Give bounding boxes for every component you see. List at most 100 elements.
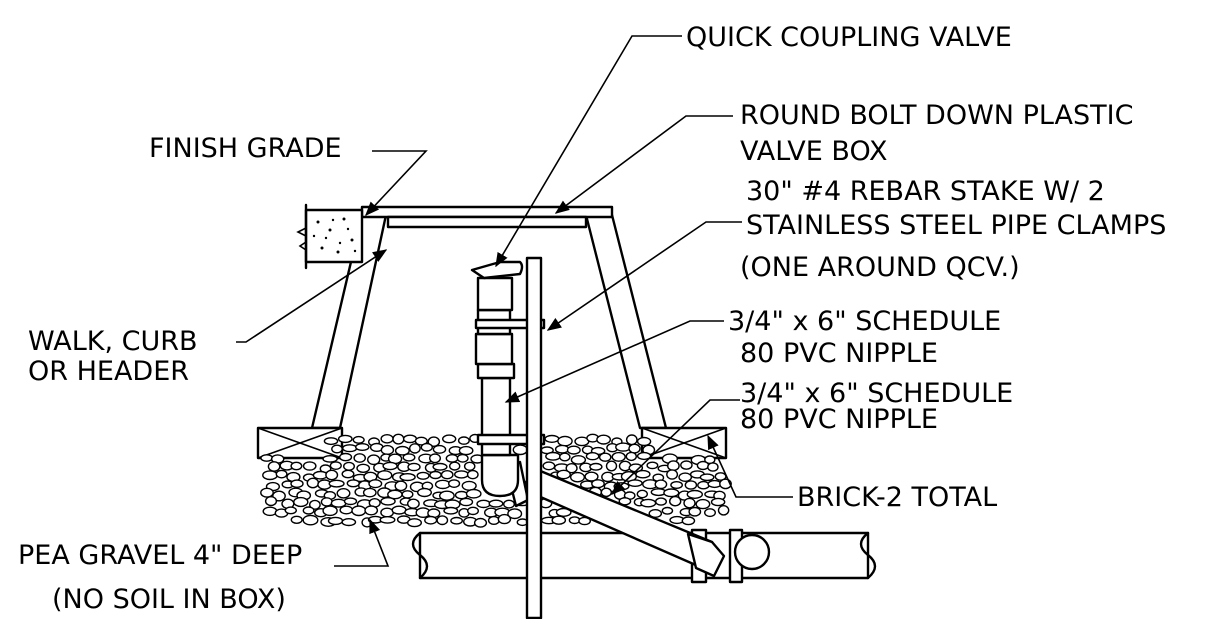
label-nipple-b-line1: 3/4" x 6" SCHEDULE	[740, 378, 1013, 409]
label-rebar-line3: (ONE AROUND QCV.)	[740, 252, 1020, 283]
label-quick-coupling-valve: QUICK COUPLING VALVE	[686, 22, 1012, 53]
gravel-pebble	[636, 436, 652, 447]
gravel-pebble	[322, 454, 338, 463]
label-finish-grade: FINISH GRADE	[149, 133, 342, 164]
valve-box-lid	[360, 205, 614, 219]
gravel-pebble	[605, 460, 618, 472]
gravel-pebble	[681, 516, 696, 526]
gravel-pebble	[275, 469, 288, 479]
label-walk-line2: OR HEADER	[28, 356, 189, 387]
label-rebar-line2: STAINLESS STEEL PIPE CLAMPS	[746, 210, 1166, 241]
gravel-pebble	[392, 433, 405, 445]
gravel-pebble	[336, 487, 351, 499]
gravel-pebble	[476, 499, 491, 509]
label-rebar-line1: 30" #4 REBAR STAKE W/ 2	[746, 176, 1105, 207]
gravel-pebble	[267, 461, 281, 472]
gravel-pebble	[346, 479, 360, 488]
gravel-pebble	[391, 505, 407, 515]
gravel-pebble	[628, 443, 641, 454]
gravel-pebble	[565, 463, 578, 474]
gravel-pebble	[290, 515, 303, 524]
gravel-pebble	[264, 496, 278, 507]
gravel-pebble	[380, 444, 395, 456]
gravel-pebble	[463, 461, 476, 471]
gravel-pebble	[331, 444, 343, 454]
gravel-pebble	[655, 497, 668, 506]
leader-lines	[236, 35, 793, 567]
gravel-pebble	[402, 434, 418, 444]
gravel-pebble	[328, 479, 345, 488]
gravel-pebble	[544, 434, 560, 444]
gravel-pebble	[401, 490, 414, 499]
gravel-pebble	[636, 489, 648, 499]
gravel-pebble	[707, 462, 719, 472]
gravel-pebble	[382, 461, 398, 471]
label-pea-gravel-line1: PEA GRAVEL 4" DEEP	[18, 540, 302, 571]
gravel-pebble	[364, 505, 379, 516]
gravel-pebble	[323, 437, 339, 446]
gravel-pebble	[661, 506, 674, 515]
gravel-pebble	[427, 436, 441, 448]
label-valve-box-line1: ROUND BOLT DOWN PLASTIC	[740, 100, 1133, 131]
gravel-pebble	[284, 506, 297, 515]
gravel-pebble	[432, 444, 447, 454]
gravel-pebble	[611, 451, 626, 462]
gravel-pebble	[542, 461, 556, 471]
gravel-pebble	[342, 444, 358, 453]
gravel-pebble	[399, 473, 416, 482]
gravel-pebble	[684, 480, 698, 490]
gravel-pebble	[354, 443, 370, 452]
gravel-pebble	[402, 453, 416, 462]
gravel-pebble	[615, 442, 632, 452]
gravel-pebble	[596, 434, 611, 445]
gravel-pebble	[379, 516, 396, 524]
label-walk-line1: WALK, CURB	[28, 326, 198, 357]
gravel-pebble	[456, 453, 469, 463]
gravel-pebble	[466, 469, 479, 480]
gravel-pebble	[327, 516, 344, 526]
gravel-pebble	[429, 453, 442, 464]
gravel-pebble	[454, 490, 469, 500]
gravel-pebble	[436, 515, 449, 526]
quick-coupling-valve	[476, 276, 514, 312]
gravel-pebble	[591, 479, 605, 489]
gravel-pebble	[717, 504, 730, 516]
gravel-pebble	[443, 506, 459, 515]
qcv-cap	[470, 260, 524, 280]
gravel-pebble	[325, 469, 339, 481]
gravel-pebble	[351, 505, 367, 517]
gravel-pebble	[640, 498, 657, 508]
gravel-pebble	[646, 461, 659, 470]
gravel-pebble	[600, 487, 612, 498]
gravel-pebble	[555, 507, 572, 518]
gravel-pebble	[408, 443, 421, 454]
gravel-pebble	[683, 497, 696, 509]
gravel-pebble	[337, 434, 353, 444]
gravel-pebble	[585, 452, 600, 461]
gravel-pebble	[467, 506, 480, 516]
valve-box-lid-rim	[386, 215, 588, 229]
gravel-pebble	[262, 470, 278, 481]
gravel-pebble	[424, 515, 438, 525]
gravel-pebble	[262, 506, 278, 517]
gravel-pebble	[417, 487, 433, 498]
gravel-pebble	[625, 434, 638, 446]
gravel-pebble	[394, 480, 408, 492]
gravel-pebble	[302, 506, 315, 515]
gravel-pebble	[458, 445, 474, 456]
label-nipple-a-line2: 80 PVC NIPPLE	[740, 338, 938, 369]
gravel-pebble	[512, 444, 528, 456]
riser-assembly	[470, 260, 546, 498]
gravel-pebble	[290, 479, 304, 489]
gravel-pebble	[666, 469, 679, 480]
gravel-pebble	[380, 433, 394, 444]
gravel-pebble	[670, 481, 683, 490]
gravel-pebble	[457, 436, 470, 445]
gravel-pebble	[448, 479, 461, 488]
gravel-pebble	[438, 490, 455, 501]
gravel-pebble	[414, 436, 428, 446]
gravel-pebble	[559, 452, 571, 462]
gravel-pebble	[416, 471, 430, 480]
gravel-pebble	[308, 499, 321, 510]
